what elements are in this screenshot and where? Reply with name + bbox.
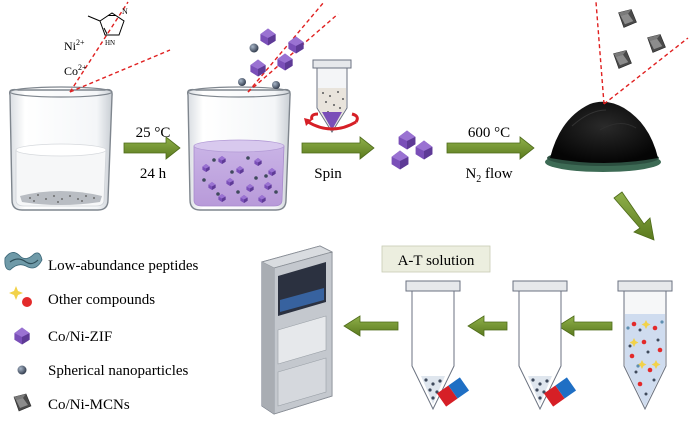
tube-mixture — [617, 280, 673, 411]
imidazole-nh-label: HN — [105, 39, 115, 47]
legend-label-2: Co/Ni-ZIF — [48, 329, 112, 345]
compounds-icon — [9, 286, 32, 307]
ni-label: Ni — [64, 39, 77, 53]
tube-elution — [405, 280, 470, 411]
co-label: Co — [64, 64, 78, 78]
step2-label: Spin — [314, 166, 342, 182]
legend-label-4: Co/Ni-MCNs — [48, 397, 130, 413]
centrifuge-tube — [304, 59, 359, 133]
step1-time: 24 h — [140, 166, 167, 182]
legend: Low-abundance peptides Other compounds C… — [4, 252, 199, 413]
co-charge: 2+ — [78, 63, 87, 72]
magnet-1 — [436, 377, 470, 407]
solution-label: A-T solution — [398, 253, 475, 269]
step3-temperature: 600 °C — [468, 125, 510, 141]
nanoparticle-icon — [17, 365, 27, 375]
legend-label-0: Low-abundance peptides — [48, 258, 199, 274]
mcn-icon — [13, 393, 32, 412]
imidazole-structure-icon: N HN — [87, 7, 128, 47]
mass-spectrometer — [260, 245, 334, 415]
tube-magnetic-separation — [512, 280, 577, 411]
step3-gas: N2 flow — [465, 166, 512, 185]
ni-charge: 2+ — [76, 38, 85, 47]
reagent-wedge-1 — [69, 1, 171, 93]
magnet-2 — [543, 377, 577, 407]
arrow-step-3 — [446, 136, 535, 160]
arrow-step-7 — [343, 315, 399, 337]
mcn-particles — [613, 9, 666, 69]
collected-zif-particles — [391, 130, 433, 170]
metal-ions-label: Ni2+ Co2+ — [64, 38, 87, 78]
reagent-wedge-2 — [247, 1, 339, 93]
arrow-step-5 — [557, 315, 613, 337]
floating-zif-particles — [238, 28, 304, 89]
arrow-step-2 — [301, 136, 375, 160]
beaker-2 — [186, 86, 291, 211]
legend-label-1: Other compounds — [48, 292, 155, 308]
legend-label-3: Spherical nanoparticles — [48, 363, 189, 379]
mcn-wedge — [595, 1, 689, 105]
svg-text:Co2+: Co2+ — [64, 63, 87, 78]
arrow-step-4 — [613, 191, 655, 241]
arrow-step-1 — [123, 136, 181, 160]
zif-icon — [14, 327, 30, 345]
svg-text:N: N — [122, 7, 128, 16]
arrow-step-6 — [467, 315, 508, 337]
step1-temperature: 25 °C — [136, 125, 171, 141]
beaker-1 — [8, 86, 113, 211]
peptide-icon — [4, 252, 43, 271]
solution-label-box: A-T solution — [381, 245, 491, 273]
carbon-powder-dish — [545, 101, 661, 172]
svg-text:Ni2+: Ni2+ — [64, 38, 85, 53]
